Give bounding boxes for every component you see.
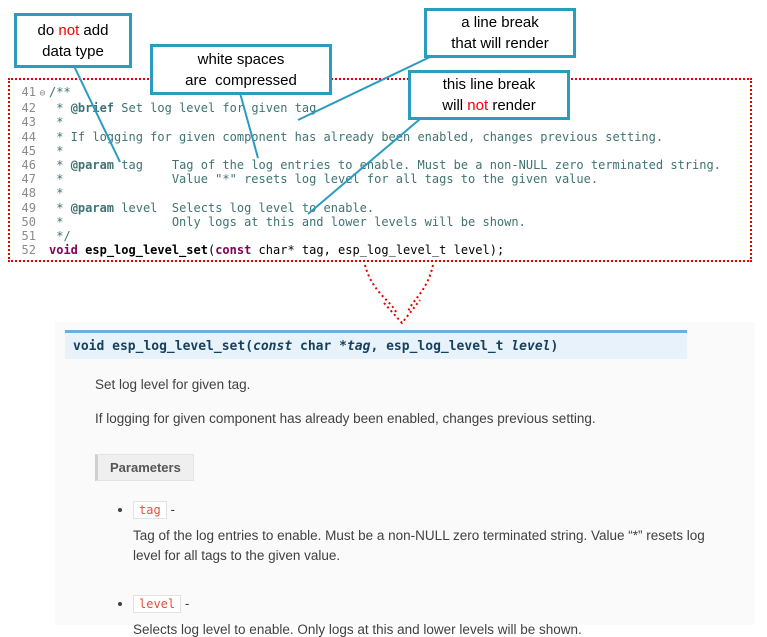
line-number: 48: [21, 186, 36, 201]
code-line: 48 *: [14, 186, 748, 200]
code-text: void esp_log_level_set(const char* tag, …: [49, 243, 505, 258]
line-number: 52: [21, 243, 36, 258]
param-item: tag - Tag of the log entries to enable. M…: [133, 500, 755, 568]
param-dash: -: [166, 501, 175, 517]
code-text: * @brief Set log level for given tag: [49, 101, 317, 116]
param-item: level - Selects log level to enable. Only…: [133, 595, 755, 637]
code-text: *: [49, 115, 64, 130]
code-lines: 41⊖/**42 * @brief Set log level for give…: [14, 85, 748, 257]
line-number: 44: [21, 129, 36, 144]
function-signature: void esp_log_level_set(const char *tag, …: [65, 330, 687, 359]
code-line: 46 * @param tag Tag of the log entries t…: [14, 158, 748, 172]
param-description: Selects log level to enable. Only logs a…: [133, 622, 582, 637]
line-number: 43: [21, 115, 36, 130]
code-text: * @param level Selects log level to enab…: [49, 200, 375, 215]
code-line: 51 */: [14, 229, 748, 243]
callout-text: are compressed: [185, 71, 297, 89]
code-text: * @param tag Tag of the log entries to e…: [49, 158, 721, 173]
line-number: 50: [21, 214, 36, 229]
line-number: 46: [21, 158, 36, 173]
parameters-label: Parameters: [95, 453, 194, 481]
callout-text: data type: [42, 42, 104, 60]
param-description: Tag of the log entries to enable. Must b…: [133, 527, 705, 564]
param-name-chip: level: [133, 595, 182, 614]
param-head: level -: [133, 595, 755, 614]
code-text: *: [49, 186, 64, 201]
code-text: * Value "*" resets log level for all tag…: [49, 172, 599, 187]
callout-whitespace: white spaces are compressed: [150, 44, 332, 95]
code-line: 42 * @brief Set log level for given tag: [14, 101, 748, 115]
render-flow-arrow: [364, 264, 434, 325]
code-text: */: [49, 229, 71, 244]
code-line: 44 * If logging for given component has …: [14, 130, 748, 144]
line-number: 41: [21, 85, 36, 99]
callout-no-datatype: do not add data type: [14, 13, 132, 68]
code-line: 45 *: [14, 144, 748, 158]
doc-detail-text: If logging for given component has alrea…: [95, 411, 596, 427]
param-head: tag -: [133, 500, 755, 519]
callout-text: a line break: [461, 14, 539, 31]
callout-text: that will render: [451, 35, 549, 52]
code-line: 52 void esp_log_level_set(const char* tag…: [14, 243, 748, 257]
source-code-block: 41⊖/**42 * @brief Set log level for give…: [8, 78, 752, 262]
code-line: 50 * Only logs at this and lower levels …: [14, 215, 748, 229]
rendered-doc-panel: void esp_log_level_set(const char *tag, …: [55, 322, 755, 637]
code-text: * Only logs at this and lower levels wil…: [49, 214, 526, 229]
callout-text: will not render: [442, 97, 536, 114]
callout-text: do not add: [37, 21, 109, 39]
code-line: 49 * @param level Selects log level to e…: [14, 201, 748, 215]
fold-marker-icon[interactable]: ⊖: [39, 88, 46, 99]
code-line: 43 *: [14, 115, 748, 129]
line-number: 42: [21, 101, 36, 116]
callout-text: this line break: [442, 76, 536, 93]
line-number: 49: [21, 200, 36, 215]
param-name-chip: tag: [133, 500, 167, 519]
line-number: 47: [21, 172, 36, 187]
callout-line-break-renders: a line break that will render: [424, 8, 576, 58]
params-list: tag - Tag of the log entries to enable. M…: [55, 500, 755, 637]
line-number: 45: [21, 143, 36, 158]
callout-text: white spaces: [197, 50, 285, 68]
param-dash: -: [181, 596, 190, 612]
line-number: 51: [21, 229, 36, 244]
doc-brief-text: Set log level for given tag.: [95, 377, 251, 392]
code-text: *: [49, 143, 64, 158]
callout-line-break-not-render: this line break will not render: [408, 70, 570, 120]
code-text: * If logging for given component has alr…: [49, 129, 664, 144]
code-line: 47 * Value "*" resets log level for all …: [14, 172, 748, 186]
code-line: 41⊖/**: [14, 85, 748, 101]
code-text: /**: [49, 85, 71, 99]
